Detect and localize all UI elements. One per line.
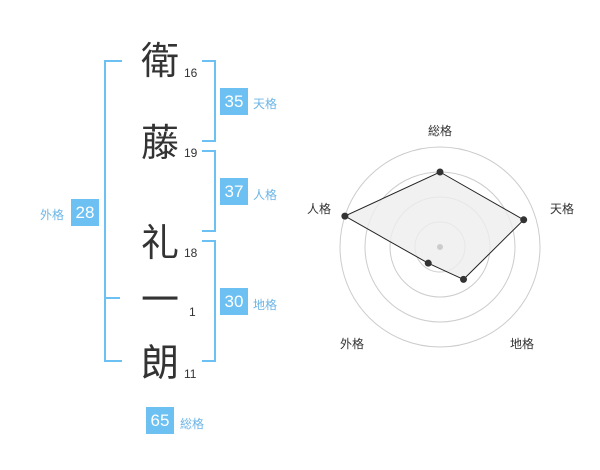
- radar-point-1: [436, 168, 444, 176]
- jinkaku-label: 人格: [253, 188, 278, 202]
- name-char-2: 藤: [141, 121, 180, 165]
- soukaku-value: 65: [146, 407, 174, 434]
- stroke-count-3: 18: [184, 246, 198, 260]
- soukaku-label: 総格: [180, 417, 205, 431]
- name-char-3: 礼: [141, 221, 180, 265]
- stroke-count-1: 16: [184, 66, 198, 80]
- gaikaku-bracket: [104, 60, 122, 362]
- name-char-1: 衛: [141, 39, 180, 83]
- radar-axis-label-tenkaku: 天格: [550, 202, 575, 216]
- name-char-4: 一: [141, 278, 180, 322]
- chikaku-bracket: [202, 240, 216, 362]
- radar-axis-label-jinkaku: 人格: [307, 202, 332, 216]
- chikaku-value: 30: [220, 288, 248, 315]
- radar-point-5: [341, 212, 349, 220]
- stroke-count-5: 11: [184, 367, 197, 381]
- radar-polygon: [343, 171, 525, 280]
- stroke-count-2: 19: [184, 146, 198, 160]
- radar-axis-label-soukaku: 総格: [428, 124, 453, 138]
- gaikaku-value: 28: [71, 199, 99, 226]
- radar-point-4: [424, 259, 432, 267]
- stroke-count-4: 1: [189, 305, 196, 319]
- radar-ring: [339, 146, 541, 348]
- gaikaku-label: 外格: [40, 208, 65, 222]
- radar-axis-label-gaikaku: 外格: [340, 337, 365, 351]
- radar-center: [437, 244, 443, 250]
- radar-axis-label-chikaku: 地格: [510, 337, 535, 351]
- name-char-5: 朗: [141, 341, 180, 385]
- tenkaku-value: 35: [220, 88, 248, 115]
- tenkaku-label: 天格: [253, 97, 278, 111]
- jinkaku-bracket: [202, 150, 216, 232]
- jinkaku-value: 37: [220, 178, 248, 205]
- chikaku-label: 地格: [253, 298, 278, 312]
- radar-point-2: [520, 216, 528, 224]
- bracket-divider: [104, 297, 120, 299]
- radar-point-3: [460, 275, 468, 283]
- tenkaku-bracket: [202, 60, 216, 142]
